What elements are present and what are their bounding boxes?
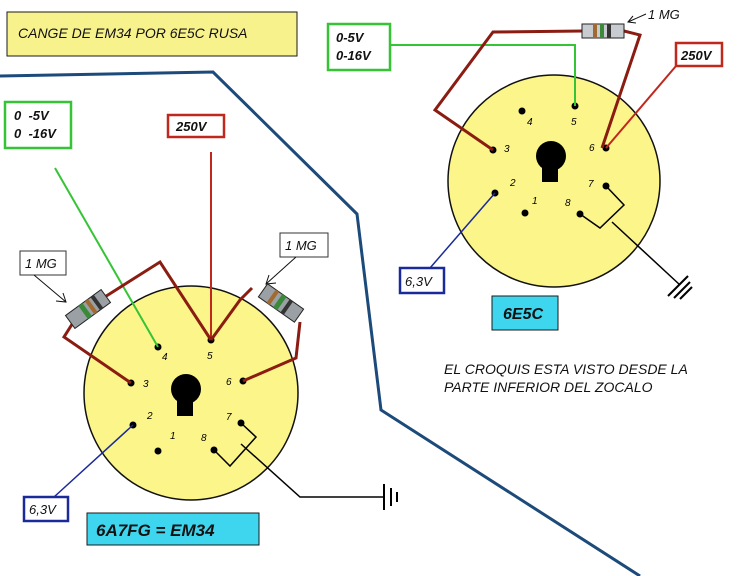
right-hv-label-box (674, 41, 724, 68)
left-resistor-left-pointer (33, 274, 67, 303)
right-pin-number-4: 4 (527, 117, 533, 128)
left-resistor-right-wire (209, 286, 254, 341)
left-pin-number-7: 7 (226, 412, 232, 423)
right-resistor-pointer-head (627, 15, 637, 24)
right-resistor (581, 23, 625, 39)
right-resistor-wire-left (432, 29, 584, 152)
right-pin-number-1: 1 (532, 196, 538, 207)
note-line2: PARTE INFERIOR DEL ZOCALO (444, 379, 653, 395)
left-resistor-left-pointer-head (55, 292, 67, 303)
right-grid-label-box (326, 22, 392, 72)
right-socket-group: 1 2 3 4 5 6 7 8 0-5V 0-16V 1 MG 250V 6,3 (326, 7, 724, 331)
right-heater-label: 6,3V (405, 274, 433, 289)
right-heater-label-box (398, 266, 446, 295)
left-grid-label-line2: 0 -16V (14, 126, 57, 141)
left-ground-wire (240, 443, 384, 498)
left-tube-name-box (86, 512, 260, 546)
left-grid-label-line1: 0 -5V (14, 108, 50, 123)
left-pin-number-3: 3 (143, 379, 149, 390)
divider-line (0, 70, 641, 576)
left-resistor-right-label: 1 MG (285, 238, 317, 253)
right-resistor-label: 1 MG (648, 7, 680, 22)
left-pin-number-6: 6 (226, 377, 232, 388)
left-grid-wire (54, 167, 159, 348)
right-socket-key-tab (542, 164, 558, 182)
left-resistor-left (64, 288, 112, 330)
left-resistor-left-label: 1 MG (25, 256, 57, 271)
left-socket-key (171, 374, 201, 404)
left-tube-name: 6A7FG = EM34 (96, 521, 215, 540)
right-resistor-pointer (627, 13, 647, 23)
left-cathode-link (213, 422, 258, 468)
right-pin-dot-4 (518, 107, 526, 115)
right-socket-key (536, 141, 566, 171)
left-resistor-right-pointer-head (265, 274, 277, 285)
left-grid-label-box (3, 100, 73, 150)
left-pin-number-5: 5 (207, 351, 213, 362)
left-heater-wire (53, 424, 134, 498)
left-resistor-left-wire-top (99, 259, 213, 341)
right-cathode-link (579, 185, 626, 229)
right-ground-wire (611, 221, 681, 286)
page-title: CANGE DE EM34 POR 6E5C RUSA (18, 25, 248, 41)
left-socket-key-tab (177, 398, 193, 416)
left-pin-number-1: 1 (170, 431, 176, 442)
note-line1: EL CROQUIS ESTA VISTO DESDE LA (444, 361, 688, 377)
right-tube-name: 6E5C (503, 306, 543, 323)
right-pin-number-6: 6 (589, 143, 595, 154)
left-pin-number-8: 8 (201, 433, 207, 444)
right-grid-wire (390, 44, 576, 106)
left-pin-number-4: 4 (162, 352, 168, 363)
left-hv-label: 250V (175, 119, 208, 134)
right-ground-icon (667, 275, 693, 300)
left-resistor-right (257, 283, 305, 323)
right-hv-wire (605, 65, 677, 149)
left-pin-dot-1 (154, 447, 162, 455)
right-heater-wire (429, 192, 496, 269)
left-resistor-right-label-box (279, 232, 329, 258)
left-heater-label: 6,3V (29, 502, 57, 517)
right-pin-number-8: 8 (565, 198, 571, 209)
right-tube-name-box (491, 295, 559, 331)
left-hv-label-box (166, 113, 226, 139)
left-resistor-left-label-box (19, 250, 67, 276)
right-pin-number-3: 3 (504, 144, 510, 155)
right-pin-dot-1 (521, 209, 529, 217)
right-resistor-wire-right (600, 29, 642, 149)
left-ground-icon (383, 484, 398, 510)
right-pin-number-7: 7 (588, 179, 594, 190)
right-pin-number-2: 2 (509, 178, 516, 189)
right-grid-label-line1: 0-5V (336, 30, 365, 45)
left-resistor-right-pointer (265, 256, 297, 285)
left-pin-number-2: 2 (146, 411, 153, 422)
left-socket-group: 1 2 3 4 5 6 7 8 0 -5V 0 -16V 250V 1 MG (3, 100, 398, 546)
left-heater-label-box (22, 495, 70, 523)
right-pin-number-5: 5 (571, 117, 577, 128)
title-box (6, 11, 298, 57)
right-grid-label-line2: 0-16V (336, 48, 372, 63)
right-hv-label: 250V (680, 48, 713, 63)
left-resistor-right-wire-bottom (242, 321, 302, 383)
